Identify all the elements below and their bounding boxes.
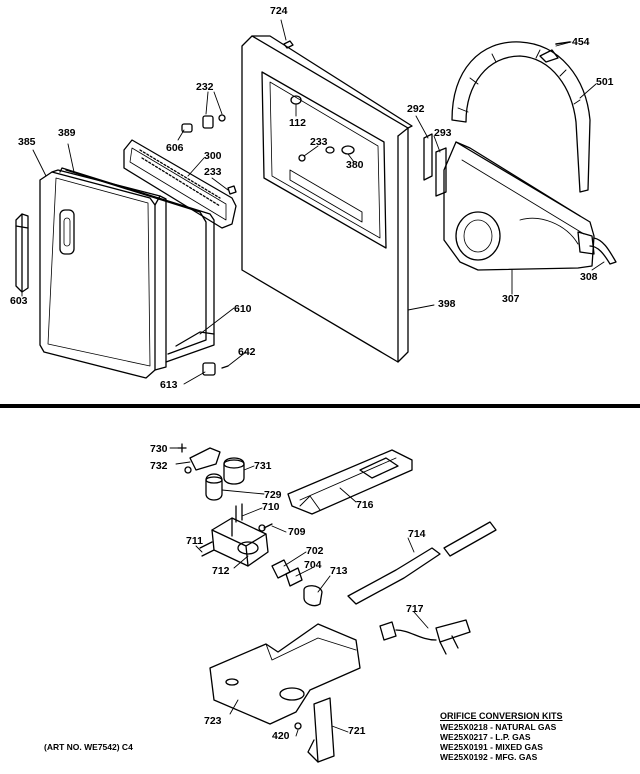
door-liner-part [123, 139, 237, 229]
panel-clip-part [283, 40, 294, 49]
callout-293: 293 [434, 127, 452, 139]
burner-part [287, 449, 413, 515]
callout-710: 710 [262, 501, 280, 513]
callout-732: 732 [150, 460, 168, 472]
orifice-fittings-part [271, 559, 323, 607]
callout-712: 712 [212, 565, 230, 577]
orifice-kits-list: ORIFICE CONVERSION KITS WE25X0218 - NATU… [440, 711, 563, 762]
kit-item: WE25X0192 - MFG. GAS [440, 752, 538, 762]
callout-420: 420 [272, 730, 290, 742]
callout-704: 704 [304, 559, 322, 571]
callout-606: 606 [166, 142, 184, 154]
callout-717: 717 [406, 603, 424, 615]
burner-bracket-part [209, 623, 361, 725]
drum-seal-part [451, 41, 591, 193]
callout-454: 454 [572, 36, 590, 48]
callout-713: 713 [330, 565, 348, 577]
callout-300: 300 [204, 150, 222, 162]
callout-610: 610 [234, 303, 252, 315]
kit-item: WE25X0218 - NATURAL GAS [440, 722, 557, 732]
kit-item: WE25X0191 - MIXED GAS [440, 742, 543, 752]
callout-398: 398 [438, 298, 456, 310]
callout-307: 307 [502, 293, 520, 305]
callout-613: 613 [160, 379, 178, 391]
callout-709: 709 [288, 526, 306, 538]
sensor-cable-part [589, 237, 617, 265]
callout-731: 731 [254, 460, 272, 472]
kit-item: WE25X0217 - L.P. GAS [440, 732, 531, 742]
leader-lines-top [21, 19, 605, 385]
callout-232: 232 [196, 81, 214, 93]
callout-716: 716 [356, 499, 374, 511]
callout-380: 380 [346, 159, 364, 171]
burner-tube-part [347, 521, 497, 605]
callout-723: 723 [204, 715, 222, 727]
bulkhead-part [443, 141, 595, 271]
callout-233-right: 233 [310, 136, 328, 148]
callout-112: 112 [289, 117, 306, 129]
gas-valve-part [199, 503, 269, 567]
callout-714: 714 [408, 528, 426, 540]
leader-lines-bottom [169, 447, 429, 737]
callout-724: 724 [270, 5, 288, 17]
callout-702: 702 [306, 545, 324, 557]
callout-721: 721 [348, 725, 366, 737]
callout-729: 729 [264, 489, 282, 501]
door-seal-part [175, 331, 215, 347]
hinge-hardware-part [181, 114, 237, 195]
callout-501: 501 [596, 76, 614, 88]
callout-603: 603 [10, 295, 28, 307]
dryer-door-part [39, 167, 215, 379]
callout-308: 308 [580, 271, 598, 283]
fitting-part [263, 523, 273, 529]
callout-292: 292 [407, 103, 425, 115]
mounting-bracket-part [294, 697, 335, 763]
door-handle-part [15, 213, 29, 293]
door-strike-part [202, 362, 229, 376]
callout-233-left: 233 [204, 166, 222, 178]
callout-389: 389 [58, 127, 76, 139]
callout-730: 730 [150, 443, 168, 455]
orifice-kits-title: ORIFICE CONVERSION KITS [440, 711, 563, 721]
valve-hardware-part [177, 443, 245, 501]
callout-642: 642 [238, 346, 256, 358]
art-number: (ART NO. WE7542) C4 [44, 742, 133, 752]
section-divider [0, 404, 640, 408]
callout-711: 711 [186, 535, 203, 547]
igniter-part [379, 619, 471, 655]
front-panel-part [241, 35, 413, 363]
callout-385: 385 [18, 136, 36, 148]
bulkhead-brackets-part [423, 133, 447, 197]
